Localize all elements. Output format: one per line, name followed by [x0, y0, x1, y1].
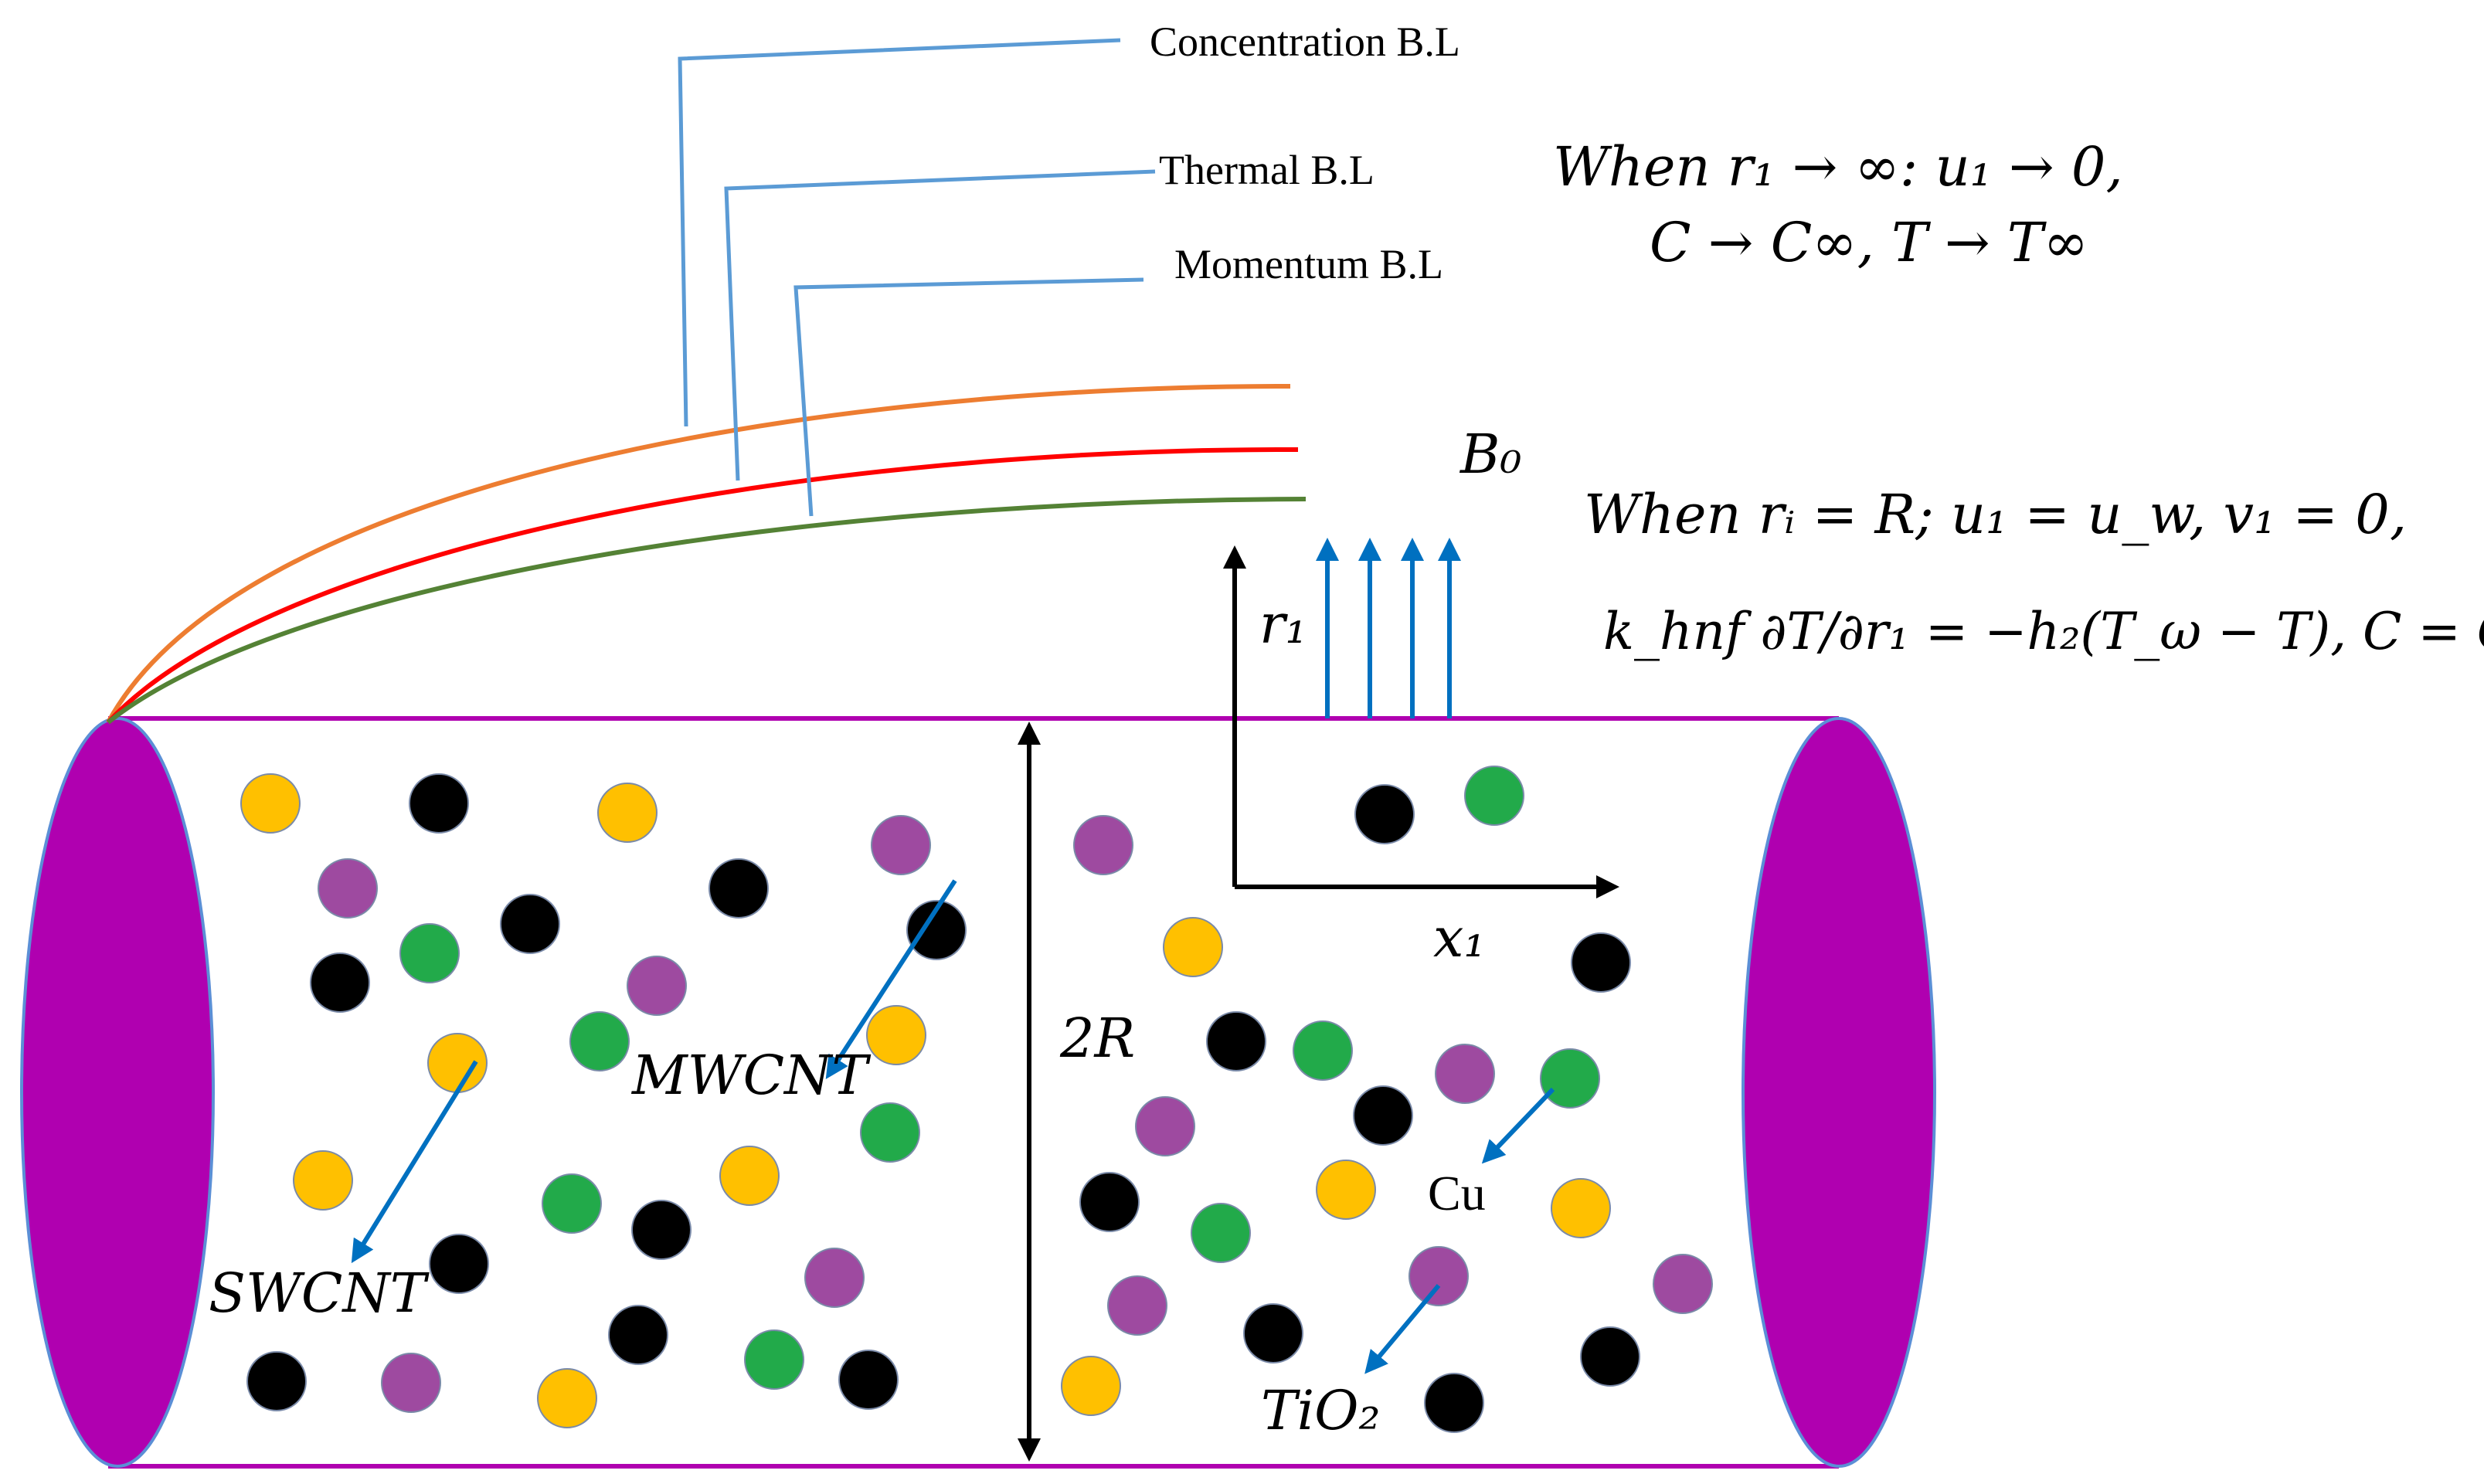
black-particle	[409, 773, 469, 834]
purple-particle	[1409, 1246, 1469, 1306]
tio2-label: TiO₂	[1261, 1379, 1381, 1442]
green-particle	[1540, 1048, 1600, 1109]
swcnt-pointer	[351, 1060, 478, 1264]
green-particle	[744, 1329, 804, 1390]
green-particle	[1191, 1203, 1251, 1263]
yellow-particle	[1163, 917, 1223, 977]
tio2-pointer	[1364, 1284, 1441, 1374]
yellow-particle	[537, 1368, 597, 1428]
purple-particle	[1135, 1096, 1195, 1156]
momentum-leader	[793, 277, 1144, 517]
black-particle	[310, 953, 370, 1013]
yellow-particle	[240, 773, 301, 834]
black-particle	[631, 1200, 692, 1260]
yellow-particle	[1061, 1356, 1121, 1416]
wall-condition-line2: k_hnf ∂T/∂r₁ = −h₂(T_ω − T), C = C_ω	[1603, 602, 2484, 661]
yellow-particle	[866, 1005, 926, 1065]
mwcnt-label: MWCNT	[630, 1044, 871, 1107]
concentration-bl-curve	[106, 384, 1291, 724]
particle-pointers	[351, 879, 1555, 1374]
wall-condition-line1: When rᵢ = R; u₁ = u_w, v₁ = 0,	[1584, 483, 2407, 546]
leader-lines	[678, 38, 1156, 517]
cu-label: Cu	[1428, 1166, 1486, 1221]
diameter-label: 2R	[1059, 1007, 1135, 1070]
yellow-particle	[597, 783, 658, 843]
nanoparticles	[240, 766, 1713, 1433]
boundary-layers	[106, 384, 1307, 725]
yellow-particle	[293, 1150, 353, 1211]
far-field-condition-line2: C → C∞, T → T∞	[1650, 211, 2088, 274]
green-particle	[1293, 1020, 1353, 1081]
yellow-particle	[719, 1146, 780, 1206]
thermal-leader	[724, 169, 1156, 481]
green-particle	[542, 1173, 602, 1234]
purple-particle	[318, 858, 378, 919]
black-particle	[1354, 784, 1415, 844]
purple-particle	[1653, 1254, 1713, 1314]
swcnt-label: SWCNT	[209, 1262, 430, 1325]
black-particle	[500, 894, 560, 954]
black-particle	[1353, 1085, 1413, 1146]
black-particle	[246, 1351, 307, 1411]
r-axis-label: r₁	[1259, 593, 1307, 656]
yellow-particle	[1316, 1160, 1376, 1220]
magnetic-field-arrows	[1316, 538, 1461, 718]
green-particle	[1464, 766, 1524, 826]
x-axis-label: x₁	[1433, 906, 1486, 970]
purple-particle	[871, 815, 931, 875]
green-particle	[860, 1102, 920, 1163]
green-particle	[569, 1011, 630, 1071]
far-field-condition-line1: When r₁ → ∞: u₁ → 0,	[1553, 135, 2123, 199]
black-particle	[838, 1350, 899, 1410]
black-particle	[429, 1234, 489, 1294]
black-particle	[608, 1305, 668, 1365]
black-particle	[1243, 1303, 1303, 1363]
purple-particle	[627, 956, 687, 1016]
cylinder	[20, 716, 1936, 1469]
black-particle	[709, 858, 769, 919]
purple-particle	[1073, 815, 1133, 875]
cylinder-right-end	[1742, 717, 1936, 1468]
thermal-bl-label: Thermal B.L	[1159, 147, 1375, 193]
yellow-particle	[1551, 1178, 1611, 1238]
black-particle	[1424, 1373, 1484, 1433]
yellow-particle	[427, 1033, 488, 1093]
momentum-bl-label: Momentum B.L	[1174, 241, 1443, 287]
purple-particle	[381, 1353, 441, 1413]
coordinate-axes	[1223, 545, 1619, 898]
purple-particle	[1435, 1044, 1495, 1104]
field-label: B₀	[1459, 423, 1522, 486]
black-particle	[1580, 1326, 1640, 1387]
concentration-leader	[678, 38, 1121, 427]
black-particle	[1206, 1011, 1266, 1071]
purple-particle	[804, 1248, 865, 1308]
momentum-bl-curve	[107, 497, 1307, 725]
black-particle	[1079, 1172, 1140, 1232]
concentration-bl-label: Concentration B.L	[1150, 19, 1460, 65]
black-particle	[1571, 932, 1631, 993]
mwcnt-pointer	[825, 879, 957, 1080]
cylinder-left-end	[20, 717, 215, 1468]
purple-particle	[1107, 1275, 1167, 1336]
black-particle	[906, 900, 967, 960]
thermal-bl-curve	[106, 447, 1299, 725]
green-particle	[399, 923, 460, 983]
cu-pointer	[1481, 1087, 1555, 1164]
